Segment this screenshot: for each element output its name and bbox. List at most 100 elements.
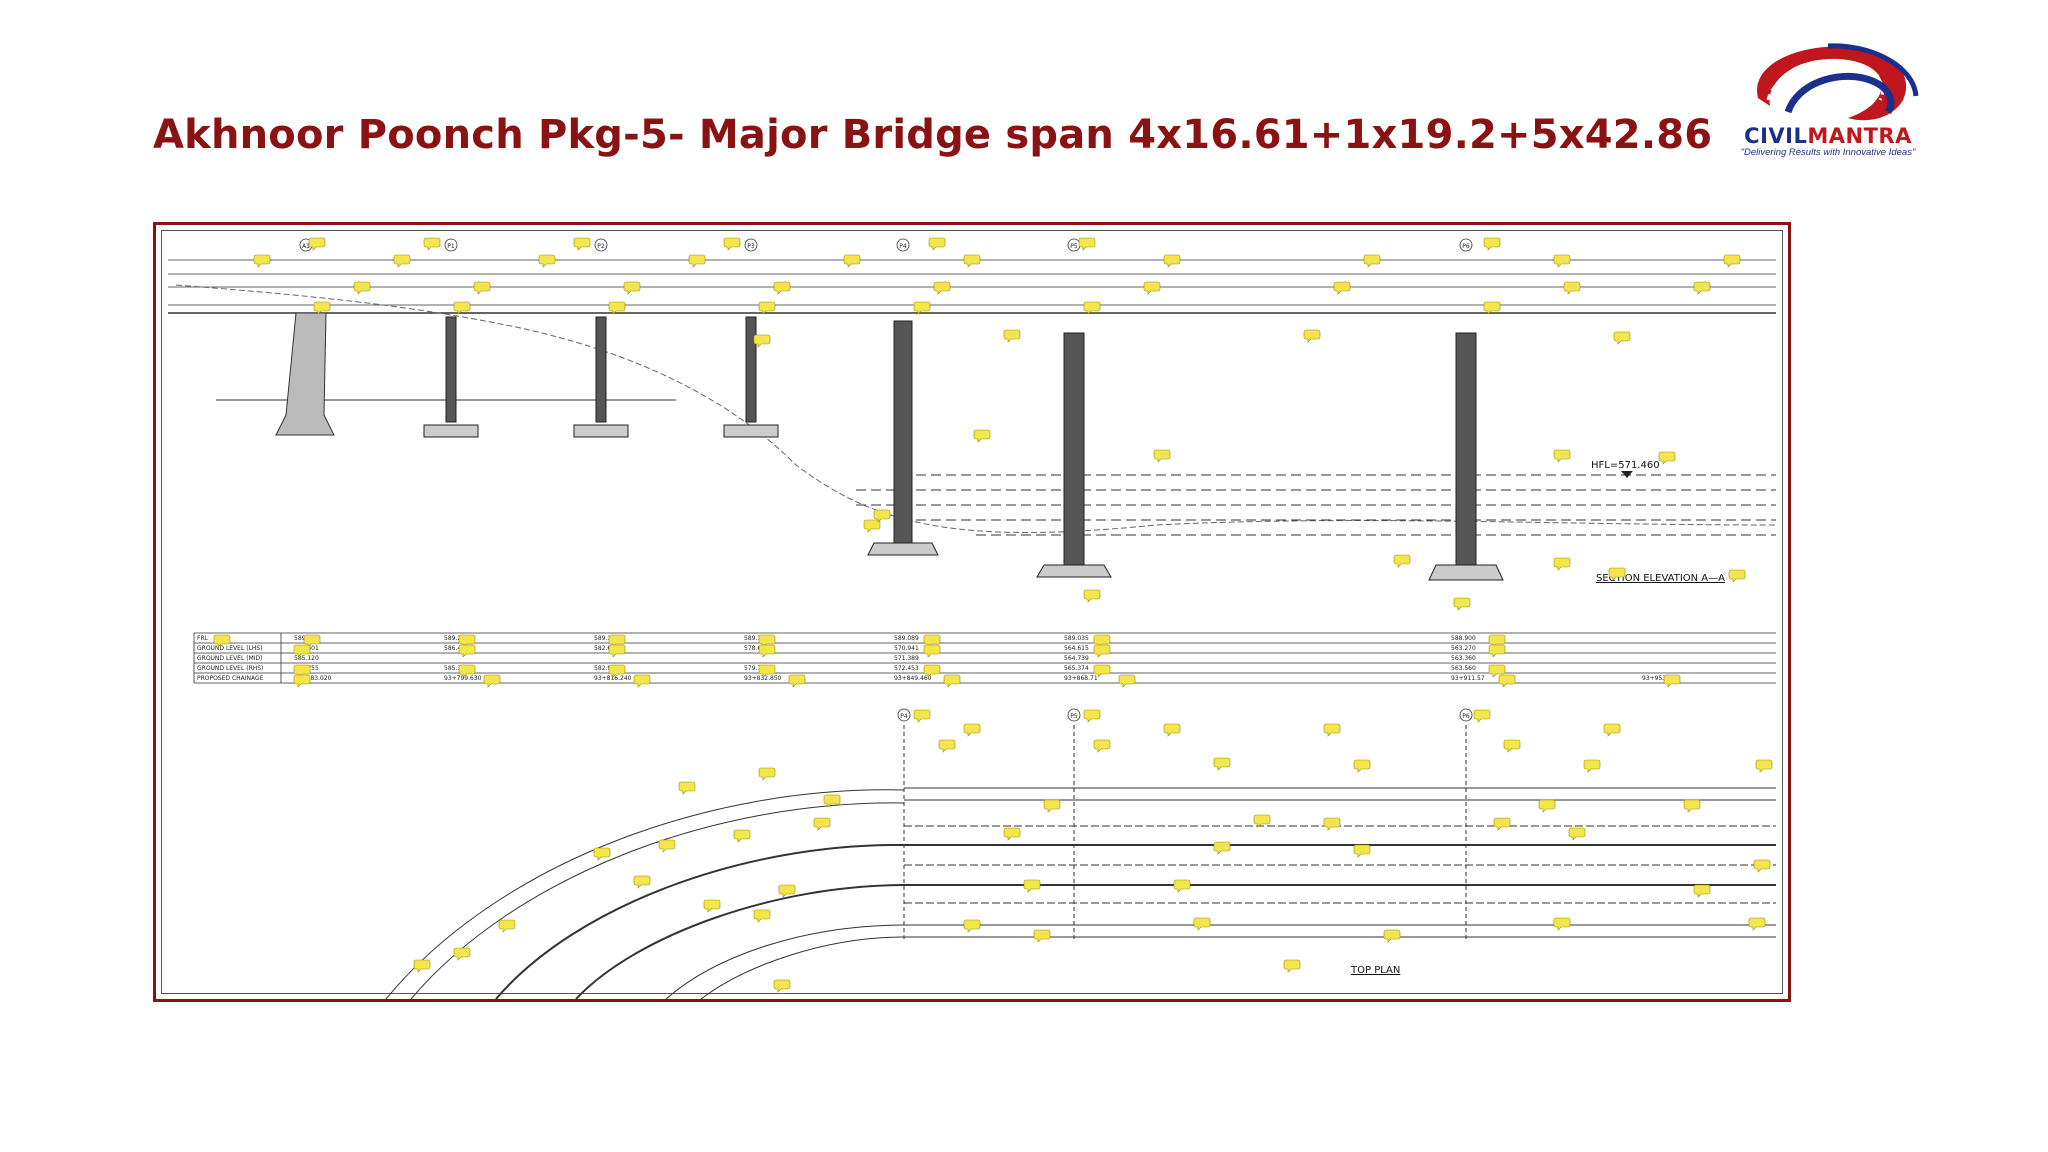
ground-profile — [175, 284, 1777, 533]
annotation-marker — [1043, 799, 1061, 813]
annotation-marker — [873, 509, 891, 523]
logo-tagline: "Delivering Results with Innovative Idea… — [1740, 147, 1916, 158]
annotation-marker — [753, 909, 771, 923]
annotation-marker — [1723, 254, 1741, 268]
annotation-marker — [1163, 723, 1181, 737]
pier-tag-p6: P6 — [1459, 238, 1473, 252]
annotation-marker — [1163, 254, 1181, 268]
annotation-marker — [1093, 739, 1111, 753]
level-value: 93+868.71 — [1064, 675, 1098, 682]
level-value: 93+849.460 — [894, 675, 932, 682]
level-table-grid — [193, 632, 1776, 684]
annotation-marker — [1755, 759, 1773, 773]
level-table-last-chainage: 93+953 — [1642, 675, 1666, 682]
annotation-marker — [773, 281, 791, 295]
annotation-marker — [1563, 281, 1581, 295]
level-table-row-labels: FRL GROUND LEVEL (LHS) GROUND LEVEL (MID… — [197, 635, 264, 682]
plan-pier-tag-p6: P6 — [1459, 708, 1473, 722]
annotation-marker — [498, 919, 516, 933]
svg-text:FRL: FRL — [197, 635, 209, 642]
road-swirl-icon — [1757, 43, 1919, 121]
annotation-marker — [213, 634, 231, 648]
annotation-marker — [423, 237, 441, 251]
annotation-marker — [843, 254, 861, 268]
annotation-marker — [928, 237, 946, 251]
annotation-marker — [923, 644, 941, 658]
civilmantra-logo: CIVILMANTRA "Delivering Results with Inn… — [1728, 38, 1928, 162]
drawing-frame: FRL GROUND LEVEL (LHS) GROUND LEVEL (MID… — [153, 222, 1791, 1002]
annotation-marker — [1473, 709, 1491, 723]
annotation-marker — [863, 519, 881, 533]
svg-text:P3: P3 — [747, 243, 755, 250]
annotation-marker — [1683, 799, 1701, 813]
level-value: 93+911.57 — [1451, 675, 1485, 682]
annotation-markers — [213, 237, 1773, 993]
pier-columns — [445, 316, 1477, 566]
annotation-marker — [1253, 814, 1271, 828]
annotation-marker — [1213, 757, 1231, 771]
annotation-marker — [1693, 884, 1711, 898]
annotation-marker — [1568, 827, 1586, 841]
plan-pier-tag-p5: P5 — [1067, 708, 1081, 722]
abutment-a1 — [275, 312, 335, 436]
annotation-marker — [1583, 759, 1601, 773]
level-value: 570.941 — [894, 645, 919, 652]
level-value: 585.300 — [444, 665, 469, 672]
annotation-marker — [1283, 959, 1301, 973]
annotation-marker — [753, 334, 771, 348]
annotation-marker — [1323, 817, 1341, 831]
annotation-marker — [823, 794, 841, 808]
section-elevation-title: SECTION ELEVATION A—A — [1596, 573, 1725, 584]
annotation-marker — [608, 664, 626, 678]
annotation-marker — [758, 301, 776, 315]
annotation-marker — [1728, 569, 1746, 583]
annotation-marker — [778, 884, 796, 898]
level-value: 563.270 — [1451, 645, 1476, 652]
level-value: 586.424 — [444, 645, 469, 652]
svg-text:P4: P4 — [900, 713, 908, 720]
annotation-marker — [1658, 451, 1676, 465]
annotation-marker — [758, 664, 776, 678]
annotation-marker — [453, 301, 471, 315]
annotation-marker — [703, 899, 721, 913]
level-value: 579.708 — [744, 665, 769, 672]
level-value: 564.739 — [1064, 655, 1089, 662]
annotation-marker — [1608, 567, 1626, 581]
annotation-marker — [1613, 331, 1631, 345]
annotation-marker — [1143, 281, 1161, 295]
annotation-marker — [393, 254, 411, 268]
level-value: 588.900 — [1451, 635, 1476, 642]
annotation-marker — [1193, 917, 1211, 931]
annotation-marker — [1693, 281, 1711, 295]
svg-text:P4: P4 — [899, 243, 907, 250]
annotation-marker — [1663, 674, 1681, 688]
annotation-marker — [773, 979, 791, 993]
svg-text:P5: P5 — [1070, 243, 1078, 250]
drawing-border — [161, 230, 1783, 994]
annotation-marker — [623, 281, 641, 295]
annotation-marker — [1333, 281, 1351, 295]
svg-text:GROUND LEVEL (RHS): GROUND LEVEL (RHS) — [197, 665, 263, 672]
annotation-marker — [1538, 799, 1556, 813]
annotation-marker — [1093, 664, 1111, 678]
annotation-marker — [913, 301, 931, 315]
annotation-marker — [938, 739, 956, 753]
level-value: 572.453 — [894, 665, 919, 672]
annotation-marker — [253, 254, 271, 268]
annotation-marker — [963, 919, 981, 933]
annotation-marker — [608, 644, 626, 658]
annotation-marker — [913, 709, 931, 723]
annotation-marker — [1393, 554, 1411, 568]
annotation-marker — [688, 254, 706, 268]
annotation-marker — [1553, 917, 1571, 931]
annotation-marker — [1383, 929, 1401, 943]
annotation-marker — [1023, 879, 1041, 893]
level-value: 93+816.240 — [594, 675, 632, 682]
annotation-marker — [1003, 329, 1021, 343]
annotation-marker — [353, 281, 371, 295]
annotation-marker — [1488, 664, 1506, 678]
level-value: 589.089 — [894, 635, 919, 642]
svg-text:P6: P6 — [1462, 713, 1470, 720]
annotation-marker — [1303, 329, 1321, 343]
